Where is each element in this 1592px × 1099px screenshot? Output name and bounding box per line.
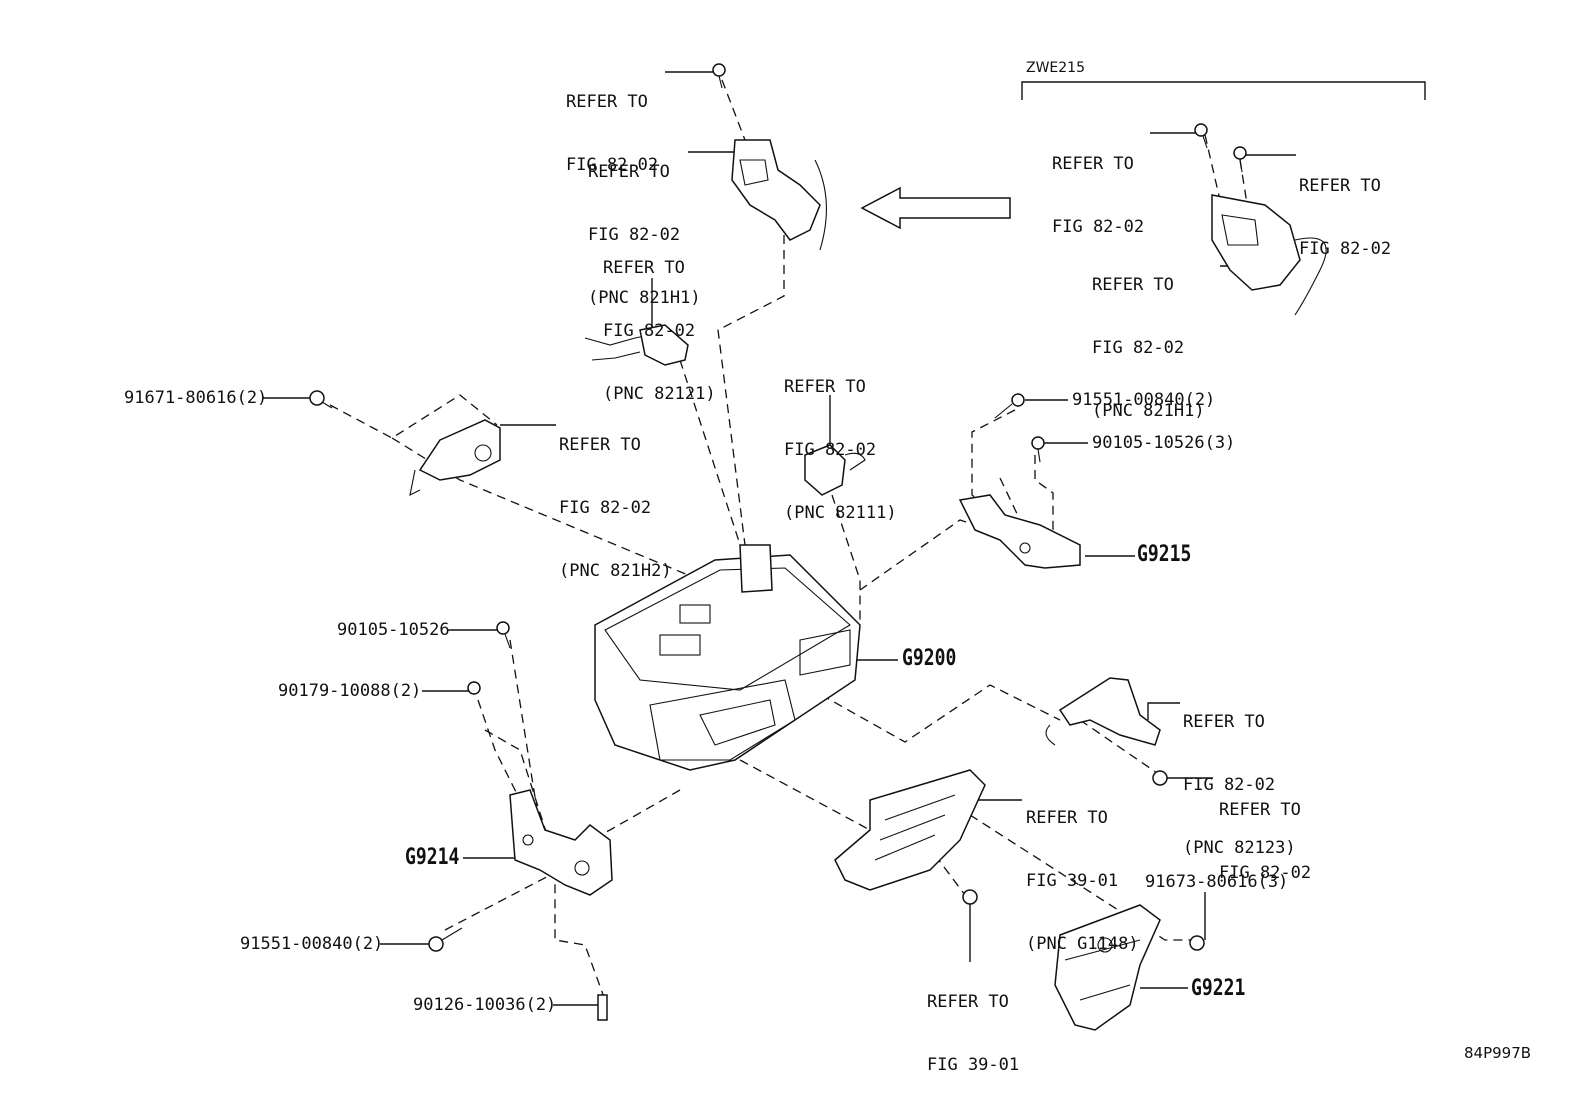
bolt-91673-icon xyxy=(1189,935,1205,951)
callout-line: FIG 82-02 xyxy=(1299,239,1392,259)
pnc82111-callout: REFER TO FIG 82-02 (PNC 82111) xyxy=(784,335,897,545)
callout-line: REFER TO xyxy=(1026,808,1108,828)
callout-line: FIG 82-02 xyxy=(1183,775,1276,795)
group-g9200-label: G9200 xyxy=(902,646,957,671)
zwe-bolt-right-icon xyxy=(1233,146,1247,173)
pnc82123-callout: REFER TO FIG 82-02 (PNC 82123) xyxy=(1183,670,1296,880)
top-bracket-callout: REFER TO FIG 82-02 (PNC 821H1) xyxy=(588,120,701,330)
bolt-91671-icon xyxy=(309,390,333,409)
callout-line: REFER TO xyxy=(1092,275,1174,295)
nut-90179-icon xyxy=(467,681,481,695)
zwe215-label: ZWE215 xyxy=(1026,60,1086,76)
pnc821h2-callout: REFER TO FIG 82-02 (PNC 821H2) xyxy=(559,393,672,603)
part-90126-label: 90126-10036(2) xyxy=(413,995,557,1015)
callout-line: REFER TO xyxy=(566,92,648,112)
zwe-bolt-left-icon xyxy=(1194,123,1208,149)
connector-82111-part xyxy=(804,444,866,496)
zwe-bracket-821h1-part xyxy=(1211,194,1327,316)
top-bolt-callout: REFER TO FIG 82-02 xyxy=(566,50,658,197)
part-90105-label: 90105-10526 xyxy=(337,620,450,640)
callout-line: (PNC G1148) xyxy=(1026,934,1139,954)
callout-line: (PNC 82123) xyxy=(1183,838,1296,858)
cover-g9221-part xyxy=(1054,904,1161,1031)
fig3901-callout: REFER TO FIG 39-01 xyxy=(927,950,1019,1097)
callout-line: REFER TO xyxy=(1052,154,1134,174)
callout-line: FIG 39-01 xyxy=(927,1055,1020,1075)
callout-line: REFER TO xyxy=(1219,800,1301,820)
bracket-g9215-part xyxy=(958,494,1081,569)
bracket-821h2-part xyxy=(409,419,501,496)
callout-line: REFER TO xyxy=(603,258,685,278)
pncg1148-callout: REFER TO FIG 39-01 (PNC G1148) xyxy=(1026,766,1139,976)
fastener-icons xyxy=(309,63,1247,1021)
callout-line: REFER TO xyxy=(1299,176,1381,196)
callout-line: REFER TO xyxy=(588,162,670,182)
group-g9214-label: G9214 xyxy=(405,845,460,870)
part-90179-label: 90179-10088(2) xyxy=(278,681,422,701)
zwe-bolt-left-callout: REFER TO FIG 82-02 xyxy=(1052,112,1144,259)
cable-82123-part xyxy=(1045,677,1161,746)
bolt-82-02-right-icon xyxy=(1152,770,1168,786)
bolt-91551-bottom-icon xyxy=(428,927,463,952)
callout-line: REFER TO xyxy=(784,377,866,397)
callout-line: (PNC 82111) xyxy=(784,503,897,523)
connector-82121-part xyxy=(584,324,689,366)
bracket-821h1-part xyxy=(731,139,827,251)
inverter-g9200-part xyxy=(594,544,861,771)
cooler-g1148-part xyxy=(834,769,986,891)
leader-lines xyxy=(262,71,1296,1006)
zwe-bracket-callout: REFER TO FIG 82-02 (PNC 821H1) xyxy=(1092,233,1205,443)
callout-line: FIG 82-02 xyxy=(588,225,681,245)
callout-line: REFER TO xyxy=(559,435,641,455)
top-bolt-icon xyxy=(712,63,726,89)
zwe215-variant-bracket xyxy=(1021,81,1426,100)
callout-line: FIG 82-02 xyxy=(566,155,659,175)
callout-line: (PNC 821H1) xyxy=(1092,401,1205,421)
part-91551-bottom-label: 91551-00840(2) xyxy=(240,934,384,954)
callout-line: (PNC 82121) xyxy=(603,384,716,404)
callout-line: (PNC 821H1) xyxy=(588,288,701,308)
callout-line: FIG 82-02 xyxy=(559,498,652,518)
stud-90126-icon xyxy=(597,994,608,1021)
zwe-bolt-right-callout: REFER TO FIG 82-02 xyxy=(1299,134,1391,281)
bolt-90105-icon xyxy=(496,621,511,649)
part-90105-3-label: 90105-10526(3) xyxy=(1092,433,1236,453)
callout-line: (PNC 821H2) xyxy=(559,561,672,581)
callout-line: FIG 82-02 xyxy=(1052,217,1145,237)
callout-line: FIG 82-02 xyxy=(603,321,696,341)
callout-line: FIG 82-02 xyxy=(784,440,877,460)
group-g9215-label: G9215 xyxy=(1137,542,1192,567)
right-bolt-callout: REFER TO FIG 82-02 xyxy=(1219,758,1311,905)
part-91673-label: 91673-80616(3) xyxy=(1145,872,1289,892)
part-91551-top-label: 91551-00840(2) xyxy=(1072,390,1216,410)
callout-line: FIG 39-01 xyxy=(1026,871,1119,891)
callout-line: REFER TO xyxy=(927,992,1009,1012)
group-g9221-label: G9221 xyxy=(1191,976,1246,1001)
bolt-90105-3-icon xyxy=(1031,436,1045,463)
callout-line: FIG 82-02 xyxy=(1092,338,1185,358)
pnc82121-callout: REFER TO FIG 82-02 (PNC 82121) xyxy=(603,216,716,426)
bracket-g9214-part xyxy=(509,789,613,896)
variant-arrow-icon xyxy=(860,186,1011,230)
diagram-id-label: 84P997B xyxy=(1464,1044,1532,1062)
bolt-91551-top-icon xyxy=(994,393,1025,419)
part-91671-label: 91671-80616(2) xyxy=(124,388,268,408)
bolt-fig39-icon xyxy=(962,889,978,905)
callout-line: REFER TO xyxy=(1183,712,1265,732)
callout-line: FIG 82-02 xyxy=(1219,863,1312,883)
